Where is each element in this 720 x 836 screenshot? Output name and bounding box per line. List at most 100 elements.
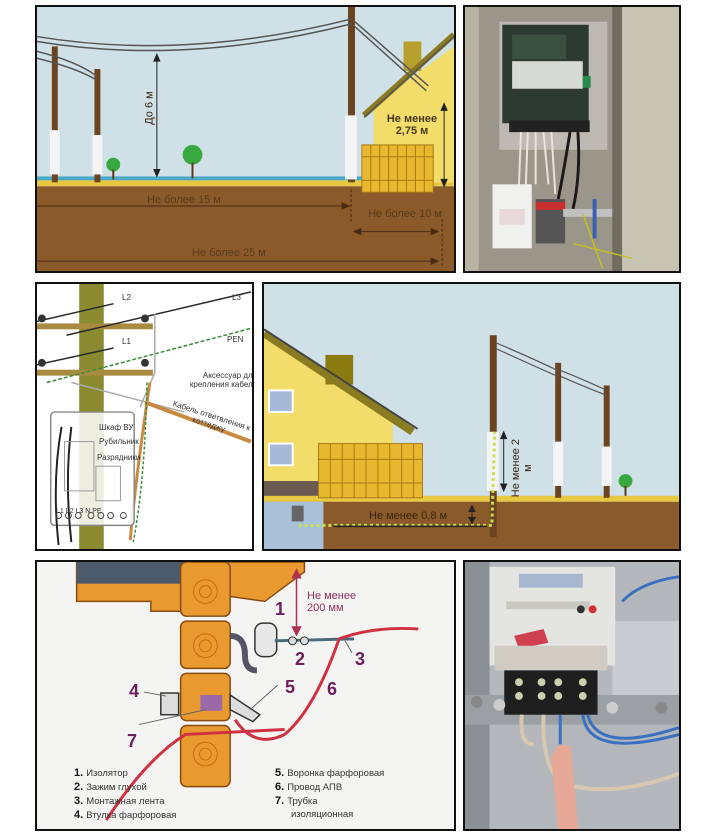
pole (601, 385, 612, 498)
insulators (37, 314, 149, 367)
meter-terminal-photo (463, 560, 681, 831)
height-label: До 6 м (143, 91, 156, 125)
cabinet-label: Шкаф ВУ (99, 423, 134, 432)
clearance-label: Не менее 200 мм (307, 590, 377, 614)
branch-label: Не более 10 м (367, 208, 443, 220)
clearance-arrow (291, 568, 302, 637)
electricity-meter (489, 566, 616, 671)
pole-height-label: Не менее 2 м (510, 438, 534, 498)
legend-left: 1.Изолятор 2.Зажим глухой 3.Монтажная ле… (74, 767, 176, 823)
span-label: Не более 15 м (147, 194, 221, 206)
wire-label-pen: PEN (227, 335, 244, 344)
legend-item: 7.Трубка (275, 795, 384, 809)
pole-height-text: Не менее 2 м (509, 438, 534, 498)
grass-strip (264, 495, 679, 502)
wall-entry-diagram: Не менее 200 мм 1 2 3 4 5 6 7 1.Изолятор… (35, 560, 456, 831)
house-height-arrow (440, 102, 448, 188)
legend-item: 5.Воронка фарфоровая (275, 767, 384, 781)
switch-label: Рубильник (99, 437, 139, 446)
phase-wires (37, 291, 252, 366)
depth-label: Не менее 0,8 м (369, 510, 448, 522)
wire-label-l1: L1 (122, 337, 131, 346)
power-wires (496, 342, 607, 396)
legend-text: Воронка фарфоровая (287, 768, 385, 779)
legend-item: 4.Втулка фарфоровая (74, 809, 176, 823)
tree (182, 144, 203, 179)
legend-item: 6.Провод АПВ (275, 781, 384, 795)
legend-number: 1. (74, 767, 84, 779)
total-arrow (37, 257, 440, 265)
crossarm (37, 323, 153, 330)
callout-4: 4 (129, 681, 140, 701)
legend-number: 3. (74, 795, 84, 807)
wall-entry-scene (75, 562, 419, 821)
legend-number: 4. (74, 809, 84, 821)
arrester-label: Разрядники (97, 453, 141, 462)
meter-wires (518, 132, 557, 195)
branch-cable (144, 400, 252, 444)
legend-number: 5. (275, 767, 285, 779)
legend-text: изоляционная (291, 809, 354, 820)
blue-wires (558, 575, 679, 745)
power-wires (37, 18, 429, 92)
insulating-tube (200, 695, 223, 711)
legend-item: 3.Монтажная лента (74, 795, 176, 809)
tree (618, 474, 633, 496)
pole (92, 69, 103, 183)
meter-terminal-illustration (465, 562, 679, 829)
clearance-text: Не менее 200 мм (307, 590, 357, 615)
underground-cable-diagram: Не менее 2 м Не менее 0,8 м (262, 282, 681, 551)
house-height-text: Не менее 2,75 м (386, 113, 438, 138)
height-arrow (153, 53, 161, 178)
legend-text: Изолятор (86, 768, 128, 779)
underground-scene (264, 284, 679, 549)
underground-cable (298, 431, 497, 527)
electricity-meter (502, 24, 591, 133)
ground (37, 186, 454, 271)
crossarm (37, 369, 153, 376)
branch-text: Не более 10 м (368, 208, 442, 220)
legend-number: 7. (275, 795, 285, 807)
insulator (254, 622, 278, 658)
wire-label-l3: L3 (232, 293, 241, 302)
porcelain-funnel (229, 693, 262, 723)
pole-scene (37, 284, 252, 549)
callout-5: 5 (285, 677, 296, 697)
cabinet-door (622, 7, 679, 271)
branch-arrow (352, 218, 443, 266)
legend-right: 5.Воронка фарфоровая 6.Провод АПВ 7.Труб… (275, 767, 384, 823)
finger (551, 744, 578, 829)
legend-text: Трубка (287, 796, 318, 807)
accessory-text: Аксессуар для крепления кабеля (189, 371, 254, 389)
pole (345, 7, 357, 183)
callout-1: 1 (275, 599, 286, 619)
depth-arrow (468, 504, 476, 525)
legend-item: 2.Зажим глухой (74, 781, 176, 795)
span-arrow (37, 189, 352, 224)
terminal-labels: L1 L2 L3 N PE (56, 508, 102, 515)
callout-3: 3 (355, 649, 366, 669)
grass-strip (37, 180, 454, 187)
callout-7: 7 (127, 731, 138, 751)
pole (553, 362, 564, 498)
legend-item: изоляционная (275, 809, 384, 823)
cabinet-cables (54, 426, 73, 546)
porcelain-bushing (160, 692, 180, 716)
legend-text: Втулка фарфоровая (86, 810, 177, 821)
fence (361, 144, 434, 193)
terminal-block (504, 670, 598, 715)
overhead-line-diagram: До 6 м Не менее 2,75 м Не более 15 м Не … (35, 5, 456, 273)
wire-label-l2: L2 (122, 293, 131, 302)
house-height-label: Не менее 2,75 м (377, 113, 447, 137)
callout-2: 2 (295, 649, 306, 669)
fence (317, 443, 423, 499)
callout-6: 6 (327, 679, 338, 699)
clamp (288, 636, 309, 646)
legend-number: 6. (275, 781, 285, 793)
meter-cabinet-illustration (465, 7, 679, 271)
distribution-cabinet (50, 411, 135, 527)
legend-text: Зажим глухой (86, 782, 147, 793)
insulator-hook (229, 632, 258, 674)
tree (106, 157, 121, 180)
wood-rings (193, 579, 218, 767)
